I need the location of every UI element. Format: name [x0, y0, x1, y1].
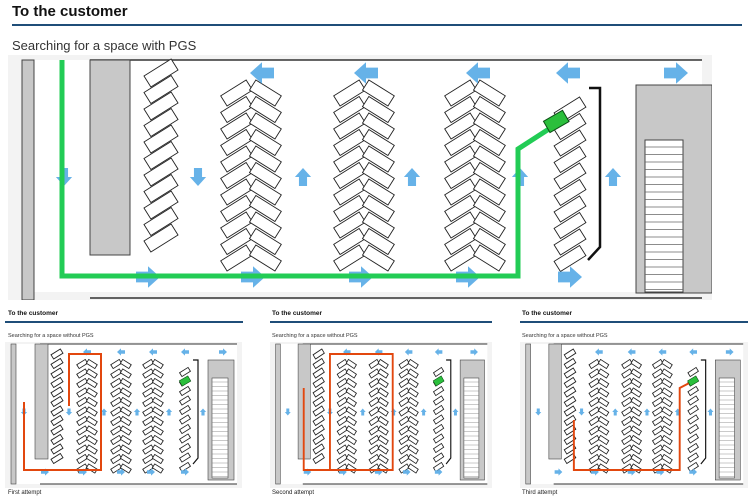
- attempt2-rule: [270, 321, 492, 323]
- attempt3-diagram: [520, 342, 748, 488]
- attempt3-rule: [520, 321, 748, 323]
- attempt3-title: To the customer: [522, 310, 573, 317]
- attempt2-caption: Second attempt: [272, 490, 315, 496]
- attempt3-caption: Third attempt: [522, 490, 558, 496]
- attempt1-caption: First attempt: [8, 490, 42, 496]
- attempt2-title: To the customer: [272, 310, 323, 317]
- attempt2-subtitle: Searching for a space without PGS: [272, 333, 358, 339]
- attempt2-diagram: [270, 342, 492, 488]
- attempt3-subtitle: Searching for a space without PGS: [522, 333, 608, 339]
- main-title: To the customer: [12, 3, 128, 20]
- attempt1-subtitle: Searching for a space without PGS: [8, 333, 94, 339]
- attempt1-diagram: [5, 342, 242, 488]
- attempt1-rule: [5, 321, 243, 323]
- main-title-rule: [12, 24, 742, 26]
- attempt1-title: To the customer: [8, 310, 59, 317]
- pgs-parking-diagram: [8, 55, 712, 300]
- main-subtitle: Searching for a space with PGS: [12, 38, 197, 53]
